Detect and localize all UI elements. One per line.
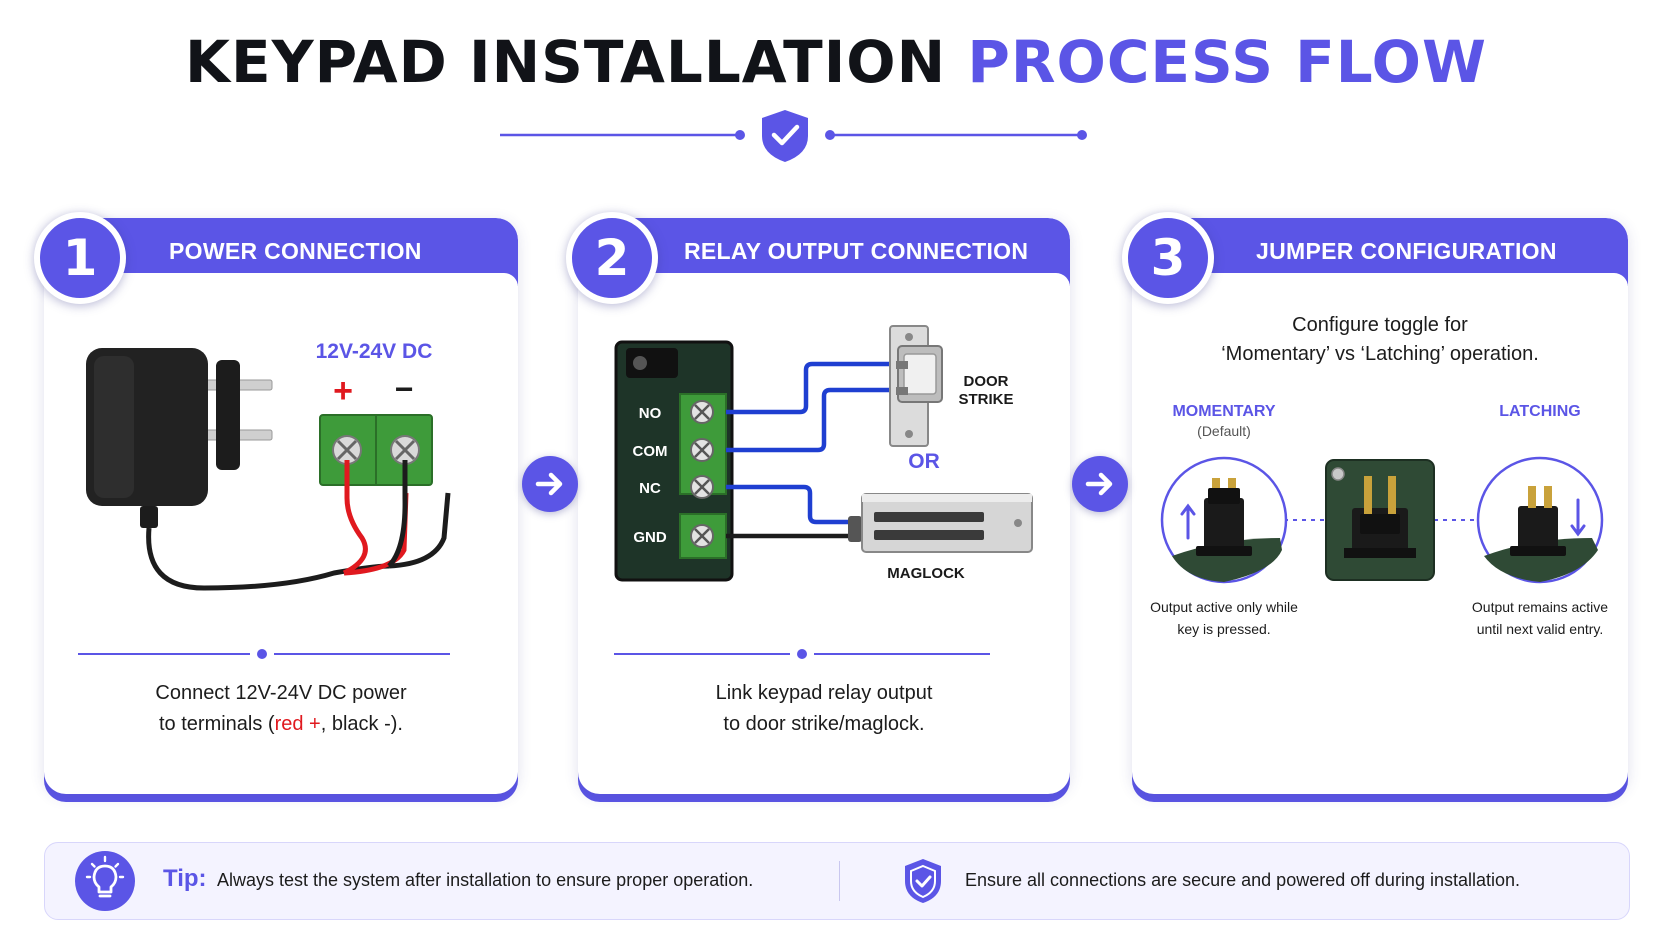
- plus-symbol: +: [333, 372, 353, 410]
- step-number-3: 3: [1122, 212, 1214, 304]
- flow-arrow-icon: [522, 456, 578, 512]
- latching-desc-1: Output remains active: [1472, 599, 1608, 615]
- step-number-1: 1: [34, 212, 126, 304]
- voltage-label: 12V-24V DC: [316, 340, 433, 363]
- card-description: Link keypad relay output to door strike/…: [598, 678, 1050, 740]
- power-adapter-icon: [86, 348, 390, 591]
- momentary-label: MOMENTARY: [1172, 403, 1275, 420]
- tip-label: Tip:: [163, 865, 207, 892]
- shield-check-icon: [905, 859, 941, 903]
- keypad-board-icon: [614, 340, 734, 582]
- step-card-jumper: JUMPER CONFIGURATION Configure toggle fo…: [1132, 218, 1628, 794]
- power-diagram: 12V-24V DC + −: [86, 340, 451, 591]
- terminal-block-icon: [319, 414, 433, 486]
- safety-note-text: Ensure all connections are secure and po…: [965, 870, 1521, 890]
- latching-jumper-icon: [1476, 456, 1604, 584]
- door-strike-label-2: STRIKE: [958, 391, 1013, 408]
- default-label: (Default): [1197, 423, 1251, 439]
- momentary-desc-2: key is pressed.: [1177, 621, 1270, 637]
- card-title: RELAY OUTPUT CONNECTION: [684, 238, 1029, 264]
- latching-desc-2: until next valid entry.: [1477, 621, 1604, 637]
- card-title: JUMPER CONFIGURATION: [1256, 238, 1557, 264]
- or-label: OR: [908, 450, 940, 473]
- terminal-label-com: COM: [633, 443, 668, 460]
- momentary-jumper-icon: [1160, 456, 1288, 584]
- card-divider: [614, 649, 990, 659]
- title-accent: PROCESS FLOW: [967, 28, 1487, 96]
- title-main: KEYPAD INSTALLATION: [185, 28, 947, 96]
- door-strike-icon: [889, 325, 943, 447]
- desc-line-2: to terminals (red +, black -).: [64, 709, 498, 740]
- desc-text: , black -).: [320, 713, 403, 735]
- door-strike-label-1: DOOR: [964, 373, 1009, 390]
- terminal-label-no: NO: [639, 405, 662, 422]
- flow-arrow-icon: [1072, 456, 1128, 512]
- desc-line-1: Link keypad relay output: [715, 682, 933, 704]
- shield-check-icon: [762, 110, 808, 162]
- tip-text: Always test the system after installatio…: [217, 870, 754, 890]
- jumper-diagram: Configure toggle for ‘Momentary’ vs ‘Lat…: [1150, 314, 1608, 637]
- desc-red-text: red +: [274, 713, 321, 735]
- desc-line-2: to door strike/maglock.: [723, 713, 925, 735]
- card-divider: [78, 649, 450, 659]
- title-decoration: [500, 110, 1087, 162]
- maglock-label: MAGLOCK: [887, 565, 965, 582]
- lightbulb-icon: [75, 851, 135, 911]
- jumper-board-icon: [1325, 459, 1435, 581]
- card-header: [578, 218, 1070, 287]
- card-title: POWER CONNECTION: [169, 238, 422, 264]
- jumper-intro-1: Configure toggle for: [1292, 314, 1468, 336]
- terminal-label-nc: NC: [639, 480, 661, 497]
- maglock-icon: [848, 493, 1033, 553]
- step-card-power: POWER CONNECTION 12V-24V DC + −: [44, 218, 518, 794]
- tip-separator: [839, 861, 840, 901]
- card-header: [1132, 218, 1628, 287]
- jumper-intro-2: ‘Momentary’ vs ‘Latching’ operation.: [1221, 343, 1539, 365]
- momentary-desc-1: Output active only while: [1150, 599, 1298, 615]
- relay-diagram: NO COM NC GND DOOR STRIKE OR: [614, 325, 1033, 582]
- desc-line-1: Connect 12V-24V DC power: [155, 682, 407, 704]
- minus-symbol: −: [395, 371, 414, 407]
- card-description: Connect 12V-24V DC power to terminals (r…: [64, 678, 498, 740]
- step-number-2: 2: [566, 212, 658, 304]
- terminal-label-gnd: GND: [633, 529, 667, 546]
- latching-label: LATCHING: [1499, 403, 1580, 420]
- step-card-relay: RELAY OUTPUT CONNECTION NO COM NC: [578, 218, 1070, 794]
- desc-text: to terminals (: [159, 713, 275, 735]
- tip-bar: Tip: Always test the system after instal…: [44, 842, 1630, 920]
- page-title: KEYPAD INSTALLATION PROCESS FLOW: [0, 28, 1672, 96]
